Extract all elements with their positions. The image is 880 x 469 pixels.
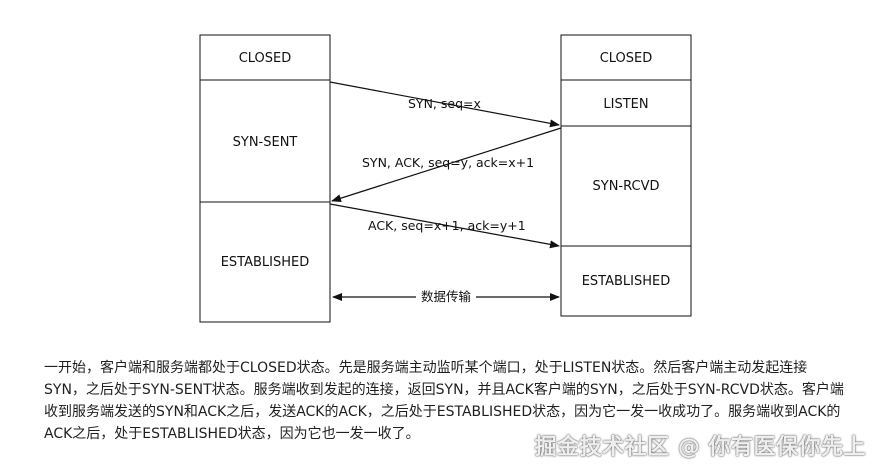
ack-arrow xyxy=(329,203,560,249)
syn-arrow xyxy=(329,81,560,128)
explanation-paragraph: 一开始，客户端和服务端都处于CLOSED状态。先是服务端主动监听某个端口，处于L… xyxy=(44,360,844,442)
watermark: 掘金技术社区 @ 你有医保你先上 xyxy=(534,435,866,460)
client-established-box xyxy=(199,201,331,323)
server-syn-rcvd-box xyxy=(560,125,692,247)
syn-ack-label: SYN, ACK, seq=y, ack=x+1 xyxy=(362,155,534,170)
server-closed-box xyxy=(560,34,692,81)
syn-ack-message: SYN, ACK, seq=y, ack=x+1 xyxy=(331,127,562,203)
syn-label: SYN, seq=x xyxy=(408,96,481,111)
server-state-listen: LISTEN xyxy=(603,97,648,112)
client-closed-box xyxy=(199,34,331,81)
server-state-closed: CLOSED xyxy=(600,51,653,66)
server-column: CLOSED LISTEN SYN-RCVD ESTABLISHED xyxy=(560,34,692,317)
client-state-closed: CLOSED xyxy=(239,51,292,66)
data-transfer-label: 数据传输 xyxy=(421,289,472,304)
syn-ack-arrow xyxy=(331,127,562,203)
tcp-handshake-diagram: CLOSED SYN-SENT ESTABLISHED CLOSED LISTE… xyxy=(199,34,692,323)
client-syn-sent-box xyxy=(199,79,331,203)
ack-label: ACK, seq=x+1, ack=y+1 xyxy=(368,218,526,233)
ack-message: ACK, seq=x+1, ack=y+1 xyxy=(329,203,560,249)
server-state-established: ESTABLISHED xyxy=(582,274,671,289)
client-state-established: ESTABLISHED xyxy=(221,255,310,270)
client-column: CLOSED SYN-SENT ESTABLISHED xyxy=(199,34,331,323)
server-established-box xyxy=(560,245,692,317)
data-transfer: 数据传输 xyxy=(332,288,560,304)
client-state-syn-sent: SYN-SENT xyxy=(233,135,298,150)
syn-message: SYN, seq=x xyxy=(329,81,560,128)
server-state-syn-rcvd: SYN-RCVD xyxy=(593,179,660,194)
data-transfer-label-bg xyxy=(416,288,476,304)
